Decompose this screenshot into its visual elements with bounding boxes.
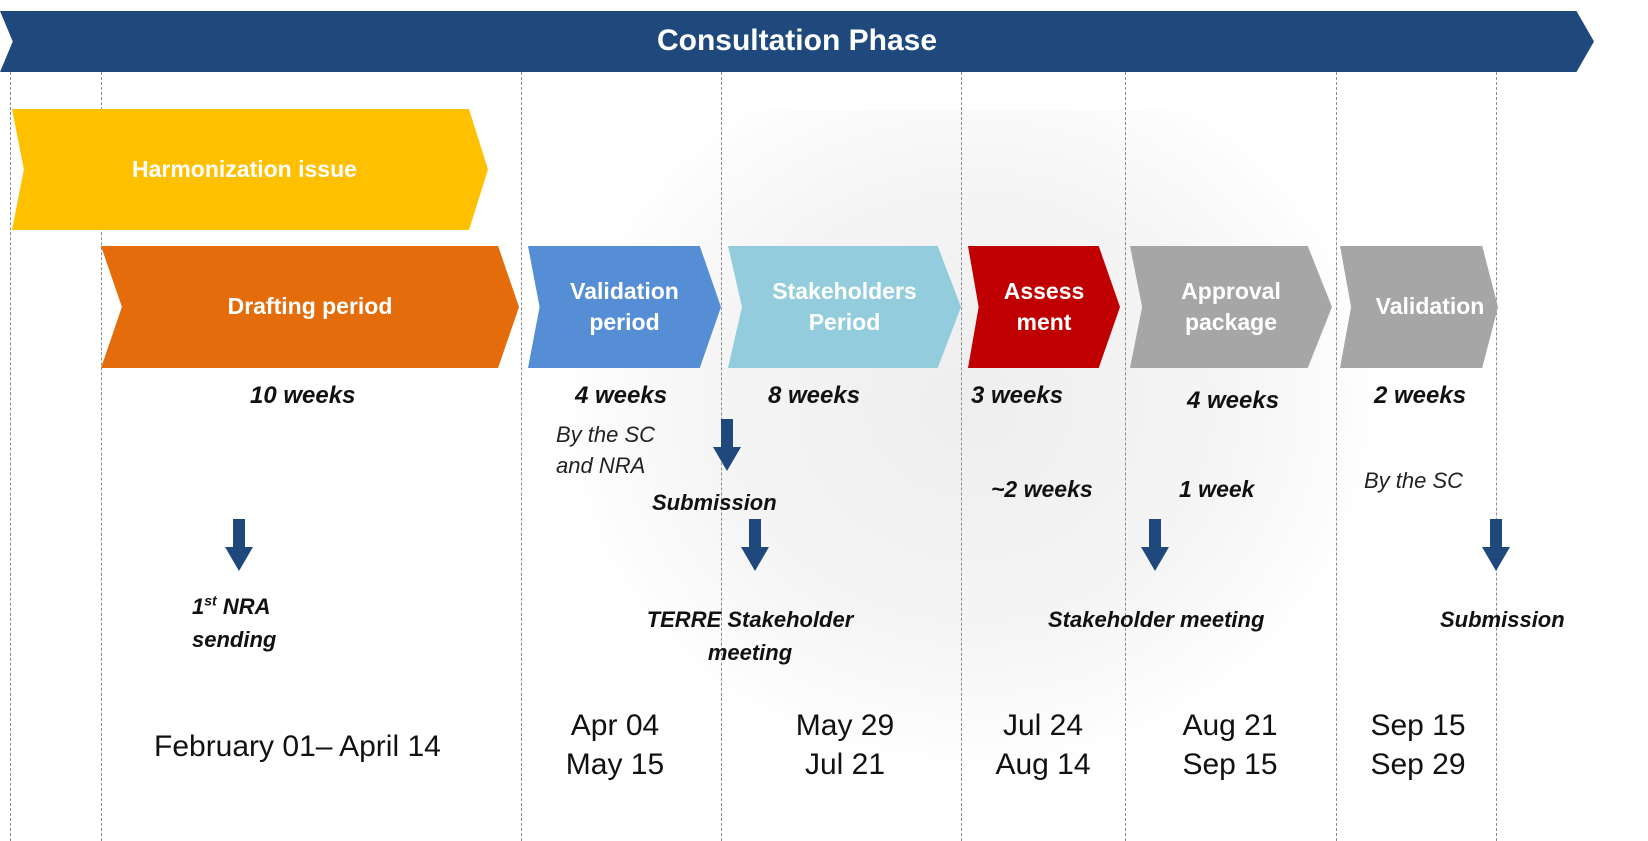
harmonization-issue-label: Harmonization issue [132, 155, 357, 182]
validation-period-label: Validation period [570, 277, 679, 335]
down-arrow-icon [225, 519, 253, 571]
date-drafting: February 01– April 14 [154, 730, 441, 763]
note-by-sc-and-nra: By the SC and NRA [556, 422, 656, 478]
stakeholders-period-chevron: Stakeholders Period [728, 246, 961, 368]
timeline-divider [10, 72, 11, 841]
duration-validation-period: 4 weeks [575, 382, 668, 409]
duration-approval-sub: 1 week [1179, 476, 1255, 502]
consultation-phase-title: Consultation Phase [656, 24, 938, 58]
assessment-chevron: Assess ment [968, 246, 1120, 368]
validation-label: Validation [1375, 293, 1485, 320]
duration-approval-package: 4 weeks [1187, 387, 1280, 414]
event-first-nra-sending-line2: sending [192, 627, 277, 652]
duration-validation: 2 weeks [1374, 382, 1467, 409]
harmonization-issue-chevron: Harmonization issue [12, 109, 488, 230]
drafting-period-chevron: Drafting period [101, 246, 519, 368]
event-terre-stakeholder-meeting: TERRE Stakeholder meeting [646, 607, 854, 665]
event-first-nra-sending-text: NRA [216, 594, 271, 619]
event-first-nra-sending-suffix: st [204, 592, 217, 609]
approval-package-label: Approval package [1181, 277, 1281, 335]
date-assessment: Jul 24 Aug 14 [995, 709, 1091, 781]
date-stakeholders-period: May 29 Jul 21 [795, 709, 895, 781]
duration-assessment: 3 weeks [971, 382, 1064, 409]
event-submission-end: Submission [1440, 607, 1565, 632]
timeline-divider [961, 72, 962, 841]
duration-assessment-sub: ~2 weeks [991, 476, 1093, 502]
drafting-period-label: Drafting period [227, 293, 393, 320]
down-arrow-icon [1141, 519, 1169, 571]
event-first-nra-sending: 1st NRA sending [192, 590, 276, 656]
down-arrow-icon [713, 419, 741, 471]
timeline-divider [1496, 72, 1497, 841]
event-submission-mid: Submission [652, 490, 777, 515]
note-by-sc: By the SC [1364, 468, 1464, 493]
event-stakeholder-meeting: Stakeholder meeting [1048, 607, 1265, 632]
validation-chevron: Validation [1340, 246, 1498, 368]
duration-drafting: 10 weeks [250, 382, 356, 409]
date-approval-package: Aug 21 Sep 15 [1182, 709, 1278, 781]
validation-period-chevron: Validation period [528, 246, 721, 368]
timeline-divider [521, 72, 522, 841]
stakeholders-period-label: Stakeholders Period [772, 277, 917, 335]
consultation-phase-banner: Consultation Phase [0, 11, 1594, 72]
timeline-divider [1336, 72, 1337, 841]
approval-package-chevron: Approval package [1130, 246, 1332, 368]
event-first-nra-sending-number: 1 [192, 594, 205, 619]
down-arrow-icon [1482, 519, 1510, 571]
date-validation: Sep 15 Sep 29 [1370, 709, 1466, 781]
europe-map-background [560, 110, 1380, 770]
duration-stakeholders-period: 8 weeks [768, 382, 861, 409]
assessment-label: Assess ment [1003, 277, 1085, 335]
date-validation-period: Apr 04 May 15 [565, 709, 665, 781]
down-arrow-icon [741, 519, 769, 571]
timeline-divider [101, 72, 102, 841]
timeline-divider [1125, 72, 1126, 841]
